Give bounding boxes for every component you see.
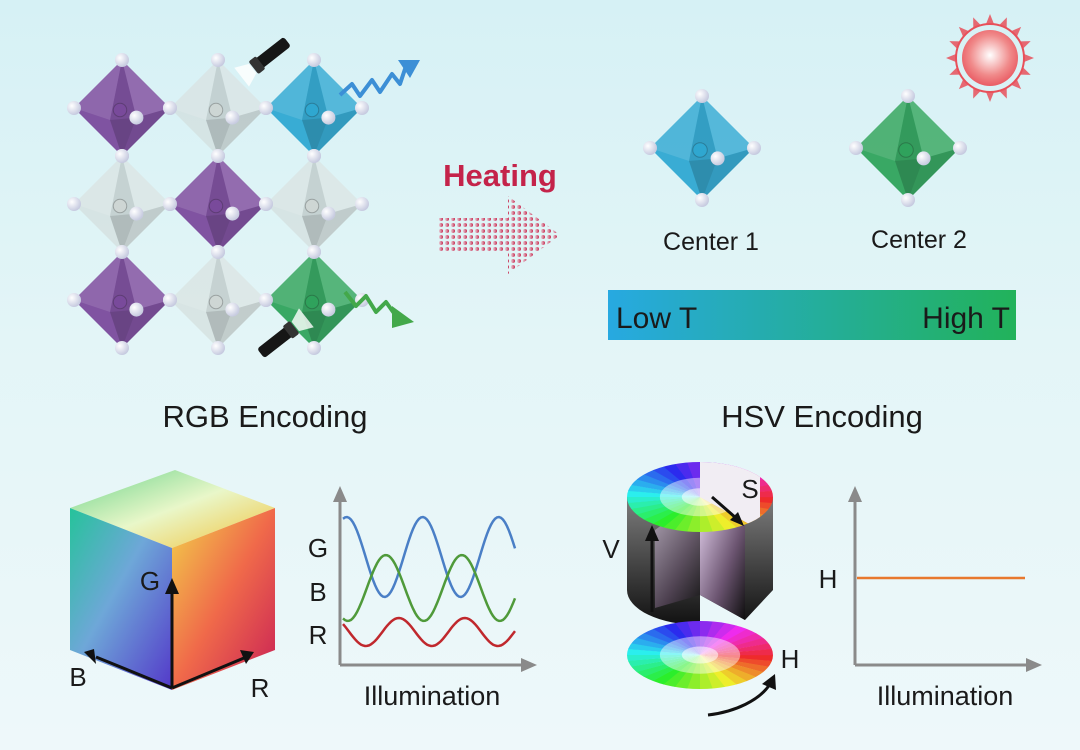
octahedron xyxy=(259,149,369,259)
sun-icon xyxy=(946,14,1034,102)
blue-emission-arrow-icon xyxy=(338,60,420,98)
high-t-label: High T xyxy=(922,302,1010,335)
octahedron xyxy=(259,53,369,163)
center-1-label: Center 1 xyxy=(663,228,759,256)
hue-color-disc xyxy=(627,621,776,717)
octahedron xyxy=(163,245,273,355)
octahedron xyxy=(163,149,273,259)
octahedron xyxy=(67,245,177,355)
low-t-label: Low T xyxy=(616,302,697,335)
cylinder-v-axis-label: V xyxy=(602,534,620,564)
octahedron xyxy=(849,89,967,207)
hsv-plot-xlabel: Illumination xyxy=(877,681,1014,711)
b-channel-curve xyxy=(342,553,517,623)
r-channel-curve xyxy=(342,616,516,648)
cube-b-axis-label: B xyxy=(69,662,86,692)
hsv-plot-axes xyxy=(848,486,1042,672)
plot-g-label: G xyxy=(308,533,328,563)
emission-centers xyxy=(643,89,967,207)
perovskite-lattice xyxy=(67,53,369,355)
rgb-plot-xlabel: Illumination xyxy=(364,681,501,711)
cube-r-axis-label: R xyxy=(251,673,270,703)
plot-b-label: B xyxy=(309,577,326,607)
disc-h-axis-label: H xyxy=(781,644,800,674)
rgb-encoding-title: RGB Encoding xyxy=(162,399,367,434)
flashlight-icon xyxy=(258,308,314,358)
octahedron xyxy=(67,53,177,163)
heating-arrow-icon xyxy=(438,196,560,274)
temperature-gradient-bar xyxy=(608,290,1016,340)
octahedron xyxy=(67,149,177,259)
hsv-color-cylinder xyxy=(627,462,773,625)
rgb-plot-axes xyxy=(333,486,537,672)
center-2-label: Center 2 xyxy=(871,226,967,254)
plot-h-label: H xyxy=(819,564,838,594)
cube-g-axis-label: G xyxy=(140,566,160,596)
plot-r-label: R xyxy=(309,620,328,650)
green-emission-arrow-icon xyxy=(343,290,414,328)
rgb-color-cube xyxy=(70,470,275,690)
hsv-encoding-title: HSV Encoding xyxy=(721,399,923,434)
octahedron xyxy=(643,89,761,207)
flashlight-icon xyxy=(234,37,290,87)
cylinder-s-axis-label: S xyxy=(741,474,758,504)
heating-label: Heating xyxy=(443,158,557,193)
